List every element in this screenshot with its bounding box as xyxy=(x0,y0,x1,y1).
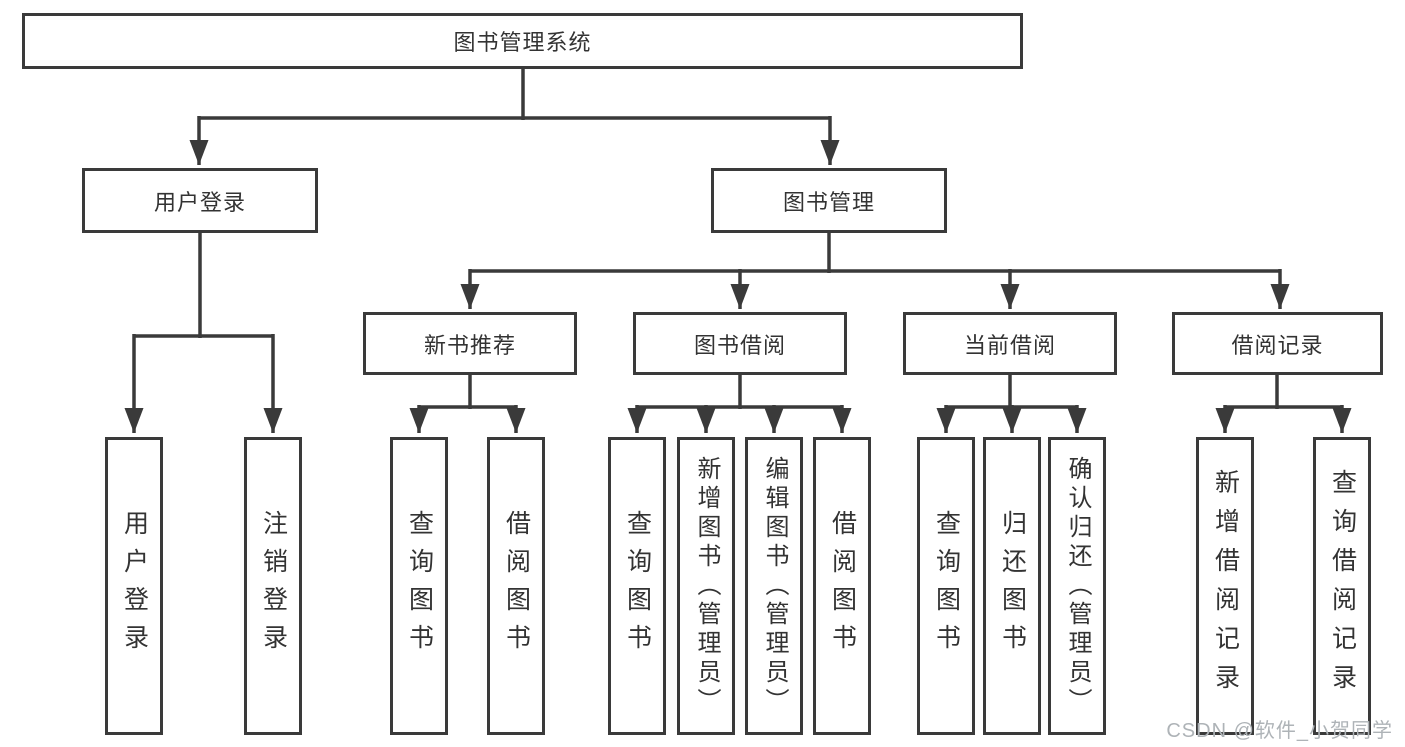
leaf-query-books-recommend-label: 查询图书 xyxy=(405,510,434,662)
leaf-add-borrow-record: 新增借阅记录 xyxy=(1196,437,1254,735)
node-user-login-label: 用户登录 xyxy=(153,189,246,215)
leaf-user-login-label: 用户登录 xyxy=(120,510,149,662)
leaf-borrow-books-recommend: 借阅图书 xyxy=(487,437,545,735)
leaf-query-books-borrowing-label: 查询图书 xyxy=(623,510,652,662)
node-current-borrowing: 当前借阅 xyxy=(903,312,1117,375)
leaf-borrow-books-borrowing-label: 借阅图书 xyxy=(828,510,857,662)
node-borrowing-records: 借阅记录 xyxy=(1172,312,1383,375)
leaf-confirm-return-admin: 确认归还（管理员） xyxy=(1048,437,1106,735)
leaf-confirm-return-admin-label: 确认归还（管理员） xyxy=(1064,455,1091,717)
node-book-borrowing-label: 图书借阅 xyxy=(693,332,786,358)
node-new-book-recommend-label: 新书推荐 xyxy=(423,332,516,358)
leaf-borrow-books-recommend-label: 借阅图书 xyxy=(502,510,531,662)
leaf-query-borrow-record: 查询借阅记录 xyxy=(1313,437,1371,735)
leaf-edit-books-admin: 编辑图书（管理员） xyxy=(745,437,803,735)
node-new-book-recommend: 新书推荐 xyxy=(363,312,577,375)
node-user-login: 用户登录 xyxy=(82,168,318,233)
leaf-return-books-label: 归还图书 xyxy=(998,510,1027,662)
leaf-user-login: 用户登录 xyxy=(105,437,163,735)
leaf-add-books-admin-label: 新增图书（管理员） xyxy=(693,455,720,717)
csdn-watermark: CSDN @软件_小贺同学 xyxy=(1166,720,1393,742)
leaf-query-books-current-label: 查询图书 xyxy=(932,510,961,662)
leaf-borrow-books-borrowing: 借阅图书 xyxy=(813,437,871,735)
node-library-system: 图书管理系统 xyxy=(22,13,1023,69)
leaf-edit-books-admin-label: 编辑图书（管理员） xyxy=(761,455,788,717)
leaf-query-borrow-record-label: 查询借阅记录 xyxy=(1328,469,1357,703)
leaf-logout-label: 注销登录 xyxy=(259,510,288,662)
leaf-add-borrow-record-label: 新增借阅记录 xyxy=(1211,469,1240,703)
node-library-system-label: 图书管理系统 xyxy=(453,30,592,55)
node-book-management: 图书管理 xyxy=(711,168,947,233)
node-book-management-label: 图书管理 xyxy=(782,189,875,215)
leaf-query-books-current: 查询图书 xyxy=(917,437,975,735)
leaf-logout: 注销登录 xyxy=(244,437,302,735)
leaf-query-books-borrowing: 查询图书 xyxy=(608,437,666,735)
node-current-borrowing-label: 当前借阅 xyxy=(963,332,1056,358)
leaf-add-books-admin: 新增图书（管理员） xyxy=(677,437,735,735)
node-book-borrowing: 图书借阅 xyxy=(633,312,847,375)
node-borrowing-records-label: 借阅记录 xyxy=(1231,332,1324,358)
leaf-return-books: 归还图书 xyxy=(983,437,1041,735)
leaf-query-books-recommend: 查询图书 xyxy=(390,437,448,735)
